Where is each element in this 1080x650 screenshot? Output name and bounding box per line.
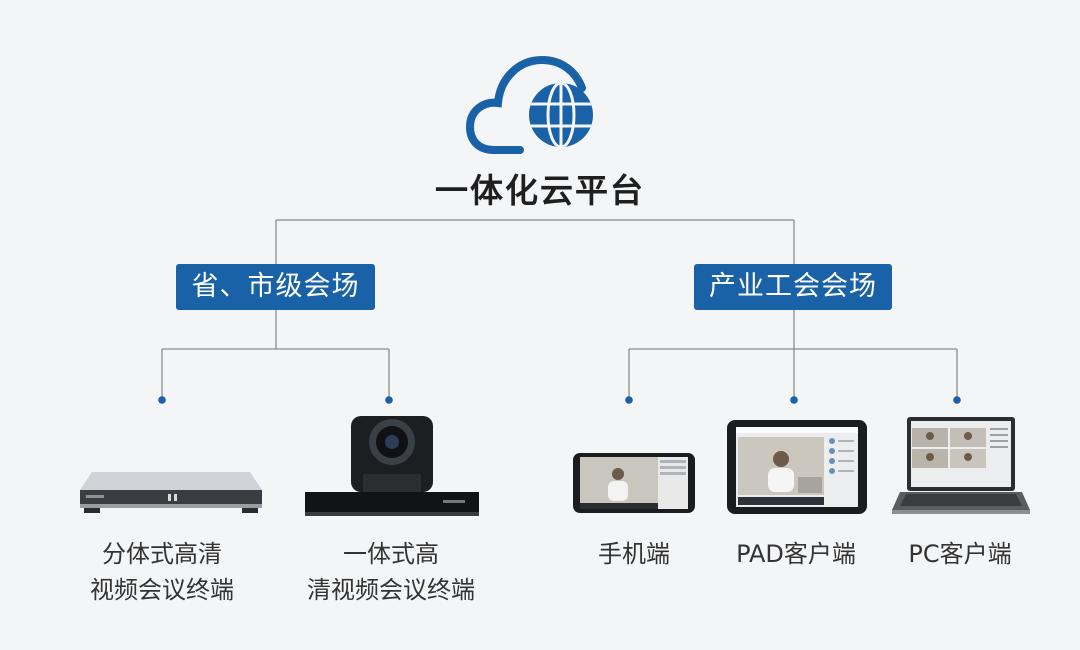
tablet-device: [727, 420, 867, 514]
terminal-label-split: 分体式高清 视频会议终端: [90, 540, 234, 604]
connector-dot: [158, 396, 166, 404]
terminal-label-phone: 手机端: [598, 540, 670, 568]
terminal-label-pad: PAD客户端: [736, 540, 856, 568]
connector-dot: [625, 396, 633, 404]
cloud-globe-icon: [465, 55, 593, 154]
split-terminal-device: [80, 472, 262, 513]
smartphone-device: [573, 453, 695, 513]
laptop-device: [892, 417, 1030, 514]
branch-box-industry-union: 产业工会会场: [694, 264, 892, 310]
ptz-camera-device: [305, 416, 479, 516]
connector-dot: [790, 396, 798, 404]
connector-dot: [385, 396, 393, 404]
platform-title: 一体化云平台: [435, 171, 645, 210]
connector-dot: [953, 396, 961, 404]
branch-box-provincial: 省、市级会场: [176, 264, 375, 310]
terminal-label-integrated: 一体式高 清视频会议终端: [307, 540, 475, 604]
terminal-label-pc: PC客户端: [908, 540, 1012, 568]
